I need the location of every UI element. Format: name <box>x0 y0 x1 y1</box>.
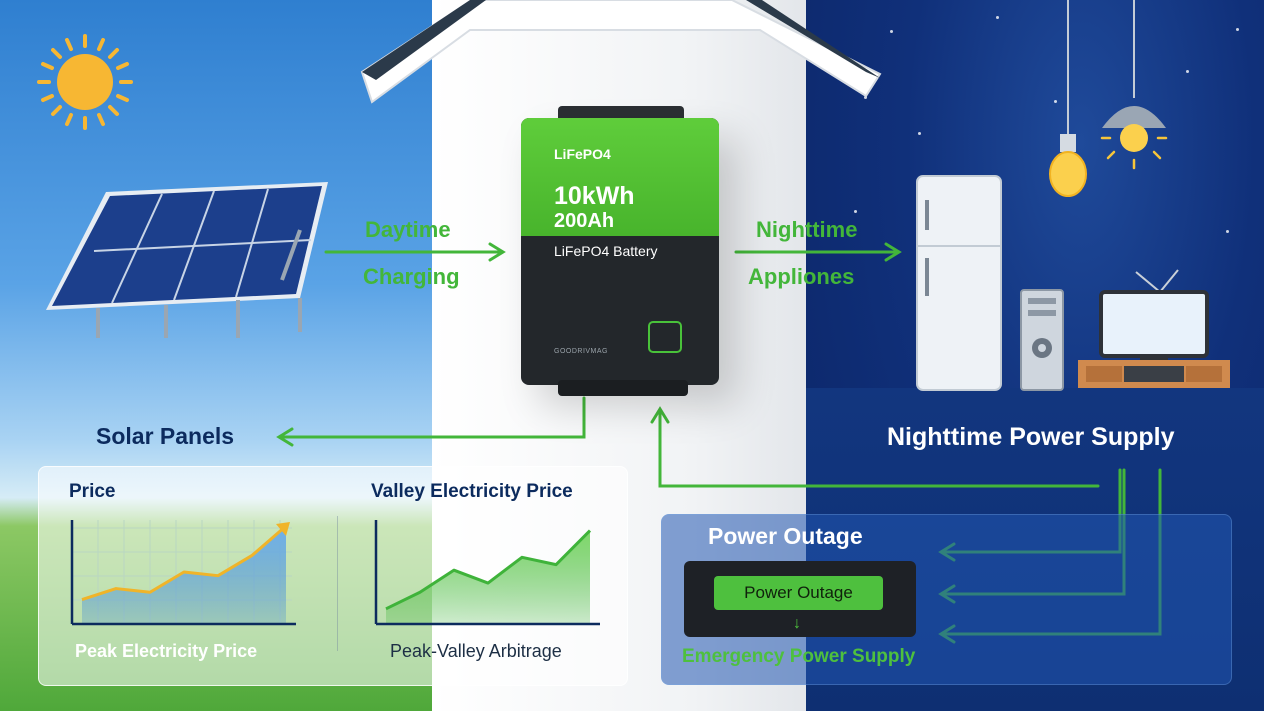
power-outage-title: Power Outage <box>708 523 863 549</box>
battery-capacity-kwh: 10kWh <box>554 182 635 210</box>
chart-line <box>81 524 287 602</box>
left-chart-title: Price <box>69 481 116 502</box>
battery-display-port <box>648 321 682 353</box>
chart-arrowhead <box>276 522 290 536</box>
chart-divider <box>337 516 338 651</box>
emergency-supply-label: Emergency Power Supply <box>682 646 916 667</box>
star <box>854 210 857 213</box>
star <box>1226 230 1229 233</box>
star <box>1054 100 1057 103</box>
battery-type-label: LiFePO4 Battery <box>554 243 658 259</box>
right-chart-title: Valley Electricity Price <box>371 481 573 502</box>
battery-label-panel <box>521 118 719 236</box>
power-outage-button[interactable]: Power Outage <box>714 576 883 610</box>
solar-panels-label: Solar Panels <box>96 423 235 449</box>
star <box>890 30 893 33</box>
star <box>816 40 819 43</box>
battery-icon <box>521 118 719 385</box>
battery-brand-label: LiFePO4 <box>554 146 611 162</box>
star <box>1186 70 1189 73</box>
battery-model-text: GOODRIVMAG <box>554 348 609 355</box>
charging-label-line1: Daytime <box>365 217 451 242</box>
battery-capacity-ah: 200Ah <box>554 210 615 232</box>
star <box>918 132 921 135</box>
chart-line <box>385 529 592 611</box>
peak-price-chart <box>70 520 296 626</box>
left-chart-caption: Peak Electricity Price <box>75 641 258 661</box>
appliances-label-line1: Nighttime <box>756 217 858 242</box>
battery-base <box>558 380 688 396</box>
chart-area <box>386 530 590 624</box>
nighttime-supply-label: Nighttime Power Supply <box>887 423 1175 451</box>
star <box>1236 28 1239 31</box>
appliances-label-line2: Appliones <box>748 264 855 289</box>
down-arrow-icon: ↓ <box>793 615 801 632</box>
charging-label-line2: Charging <box>363 264 460 289</box>
star <box>864 96 867 99</box>
star <box>996 16 999 19</box>
chart-area <box>82 526 286 624</box>
valley-price-chart <box>374 520 600 626</box>
right-chart-caption: Peak-Valley Arbitrage <box>390 641 562 661</box>
